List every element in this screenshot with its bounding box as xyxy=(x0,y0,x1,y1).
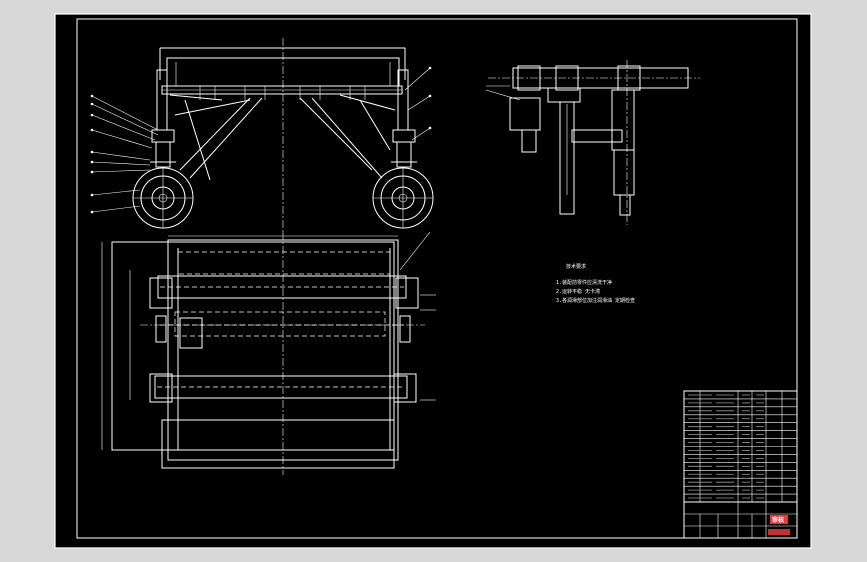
drawing-border xyxy=(76,18,798,539)
top-view xyxy=(101,231,436,475)
circle-leader-icon xyxy=(90,66,432,214)
title-block: 审核 xyxy=(683,501,798,539)
technical-notes: 技术要求 1.装配前零件应清洗干净 2.运转平稳 无卡滞 3.各润滑部位加注润滑… xyxy=(556,263,635,304)
drawing-sheet xyxy=(54,13,812,549)
notes-heading: 技术要求 xyxy=(566,263,586,270)
note-line: 3.各润滑部位加注润滑油 定期检查 xyxy=(556,297,635,304)
approval-stamp: 审核 xyxy=(772,516,784,524)
wheel-hub-icon xyxy=(372,167,434,229)
front-view xyxy=(90,38,434,232)
wheel-hub-icon xyxy=(132,167,194,229)
side-view xyxy=(485,60,700,225)
note-line: 1.装配前零件应清洗干净 xyxy=(556,279,612,286)
note-line: 2.运转平稳 无卡滞 xyxy=(556,288,600,295)
